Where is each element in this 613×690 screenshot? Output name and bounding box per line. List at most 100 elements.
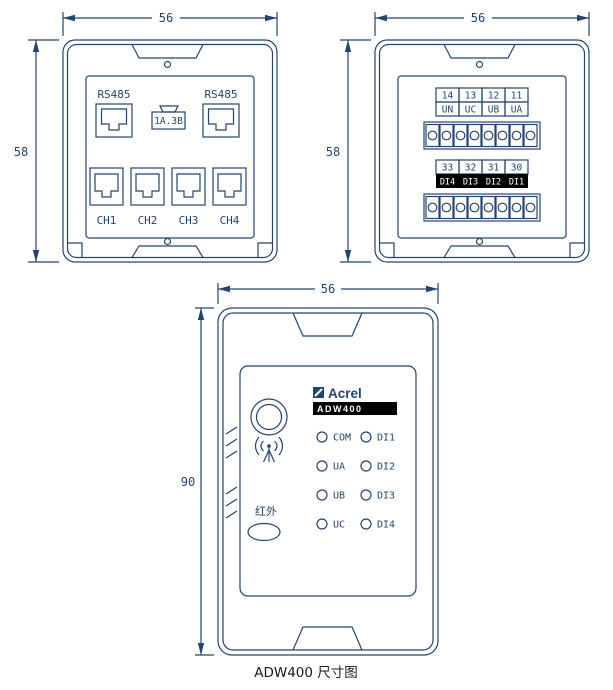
- acrel-logo-slash: [314, 388, 323, 397]
- terminal-number: 14: [442, 91, 454, 102]
- ch2-label: CH2: [138, 214, 158, 227]
- terminal-cell-dark: [482, 174, 505, 188]
- terminal-number: 31: [488, 163, 500, 174]
- front-panel: [85, 75, 255, 239]
- led-circle: [360, 518, 372, 530]
- terminal-cell-dark: [459, 174, 482, 188]
- screw-terminal-strip-top: [423, 121, 541, 150]
- face-panel: [239, 365, 417, 597]
- model-bar: [313, 402, 397, 415]
- led-circle: [360, 431, 372, 443]
- terminal-label: UB: [488, 105, 500, 116]
- led-label: DI3: [377, 491, 395, 502]
- rs485-port-right: [202, 103, 240, 138]
- brand-block: Acrel ADW400: [313, 386, 397, 415]
- panel-height-value: 90: [181, 475, 195, 489]
- led-label: COM: [333, 433, 351, 444]
- front-width-dimension: 56: [62, 11, 278, 37]
- back-width-dimension: 56: [374, 11, 590, 37]
- dimension-lines: [27, 39, 60, 263]
- ch4-port: [212, 167, 247, 206]
- ch3-port: [171, 167, 206, 206]
- back-panel: [397, 75, 567, 239]
- sim-tab: [159, 105, 179, 113]
- panel-view: 56 90: [181, 282, 439, 656]
- panel-height-dimension: 90: [181, 307, 214, 656]
- model-text: ADW400: [317, 404, 363, 414]
- rs485-right-label: RS485: [204, 88, 237, 101]
- led-label: UA: [333, 462, 345, 473]
- terminal-cell-dark: [505, 174, 528, 188]
- terminal-cell: [504, 101, 529, 117]
- sim-box: [151, 111, 186, 130]
- terminal-block-bottom: 33 32 31 30 DI4 DI3 DI2 DI1: [423, 159, 541, 222]
- back-view: 56 58 14 13 12 11 UN UC UB UA: [326, 11, 590, 263]
- wireless-antenna-icon: [254, 436, 284, 463]
- arrowhead: [218, 285, 230, 293]
- led-circle: [360, 460, 372, 472]
- led-circle: [316, 431, 328, 443]
- terminal-number: 13: [465, 91, 476, 102]
- screw-terminal-strip-bottom: [423, 193, 541, 222]
- top-notch: [292, 312, 363, 337]
- front-body-outline: [62, 39, 278, 263]
- terminal-number: 11: [511, 91, 523, 102]
- led-circle: [316, 460, 328, 472]
- terminal-number: 32: [465, 163, 476, 174]
- terminal-label: DI2: [486, 178, 501, 188]
- terminal-label: DI3: [463, 178, 478, 188]
- terminal-number: 30: [511, 163, 523, 174]
- ch1-port: [89, 167, 124, 206]
- terminal-number: 33: [442, 163, 453, 174]
- ch3-label: CH3: [179, 214, 199, 227]
- caption: ADW400 尺寸图: [254, 665, 358, 681]
- panel-body-inner: [222, 312, 434, 651]
- vent-slots: [225, 426, 238, 519]
- arrowhead: [197, 643, 205, 655]
- rs485-left-label: RS485: [97, 88, 130, 101]
- sim-module: 1A.3B: [151, 105, 186, 130]
- terminal-cell-dark: [436, 174, 459, 188]
- terminal-label: UN: [442, 105, 454, 116]
- front-height-value: 58: [14, 145, 28, 159]
- front-height-dimension: 58: [14, 39, 60, 263]
- terminal-label: DI1: [509, 178, 524, 188]
- led-circle: [316, 489, 328, 501]
- dimension-lines: [339, 39, 372, 263]
- brand-text: Acrel: [328, 386, 362, 401]
- front-width-value: 56: [159, 11, 173, 25]
- led-label: DI2: [377, 462, 395, 473]
- sim-label: 1A.3B: [154, 116, 183, 127]
- terminal-label: DI4: [440, 178, 455, 188]
- back-body-outline: [374, 39, 590, 263]
- rs485-port-left: [95, 103, 133, 138]
- ch2-port: [130, 167, 165, 206]
- terminal-number: 12: [488, 91, 499, 102]
- terminal-block-top: 14 13 12 11 UN UC UB UA: [423, 87, 541, 150]
- panel-body-outer: [217, 307, 439, 656]
- led-label: UB: [333, 491, 345, 502]
- led-label: UC: [333, 520, 345, 531]
- back-height-dimension: 58: [326, 39, 372, 263]
- infrared-window: [247, 522, 281, 542]
- terminal-label: UC: [465, 105, 476, 116]
- ch1-label: CH1: [97, 214, 117, 227]
- bottom-notch: [292, 626, 363, 651]
- front-view: 56 58 RS485 RS485 1A.3B CH1 CH2 CH3 CH4: [14, 11, 278, 263]
- led-label: DI1: [377, 433, 395, 444]
- panel-width-value: 56: [321, 282, 335, 296]
- led-label: DI4: [377, 520, 395, 531]
- led-indicators: COM DI1 UA DI2 UB DI3 UC DI4: [316, 431, 395, 531]
- infrared-label: 红外: [255, 505, 277, 518]
- led-circle: [316, 518, 328, 530]
- back-width-value: 56: [471, 11, 485, 25]
- terminal-label: UA: [511, 105, 523, 116]
- panel-width-dimension: 56: [217, 282, 439, 304]
- arrowhead: [426, 285, 438, 293]
- antenna-connector-outer: [250, 398, 288, 436]
- led-circle: [360, 489, 372, 501]
- ch4-label: CH4: [220, 214, 240, 227]
- antenna-connector-inner: [255, 403, 283, 431]
- arrowhead: [197, 308, 205, 320]
